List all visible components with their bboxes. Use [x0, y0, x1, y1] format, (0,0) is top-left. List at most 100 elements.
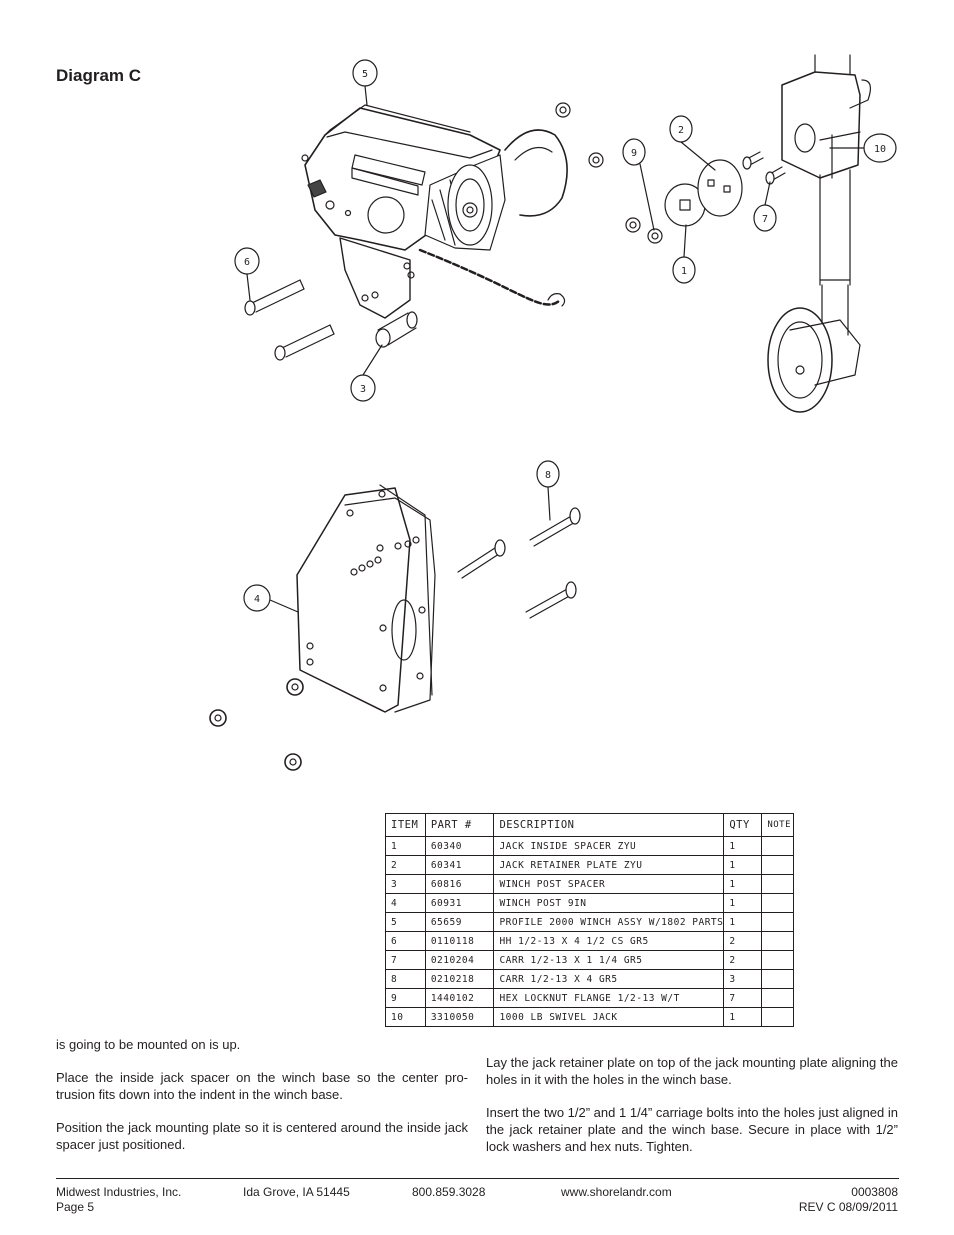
callout-3-label: 3: [360, 384, 366, 395]
instruction-paragraph: Insert the two 1/2” and 1 1/4” carriage …: [486, 1105, 898, 1154]
winch-assembly: [301, 102, 663, 319]
cell-item: 4: [385, 893, 426, 913]
callout-8: 8: [536, 460, 560, 521]
cell-item: 10: [385, 1007, 426, 1027]
cell-description: 1000 LB SWIVEL JACK: [493, 1007, 725, 1027]
footer-website: www.shorelandr.com: [561, 1185, 672, 1199]
cell-note: [761, 912, 794, 932]
cell-note: [761, 969, 794, 989]
locknut: [286, 678, 304, 696]
locknut: [647, 228, 663, 244]
cell-part-number: 65659: [424, 912, 495, 932]
callout-9-label: 9: [631, 148, 637, 159]
callout-5: 5: [352, 59, 378, 106]
cell-note: [761, 988, 794, 1008]
header-description: DESCRIPTION: [493, 813, 725, 837]
header-item: ITEM: [385, 813, 426, 837]
cell-description: HEX LOCKNUT FLANGE 1/2-13 W/T: [493, 988, 725, 1008]
cell-description: CARR 1/2-13 X 4 GR5: [493, 969, 725, 989]
cell-qty: 2: [723, 950, 763, 970]
footer-phone: 800.859.3028: [412, 1185, 486, 1199]
footer-doc-number: 0003808: [851, 1185, 898, 1199]
cell-qty: 3: [723, 969, 763, 989]
cell-item: 5: [385, 912, 426, 932]
callout-6-label: 6: [244, 257, 250, 268]
cell-description: PROFILE 2000 WINCH ASSY W/1802 PARTS: [493, 912, 725, 932]
callout-9: 9: [622, 138, 655, 231]
cell-note: [761, 931, 794, 951]
cell-item: 2: [385, 855, 426, 875]
instruction-paragraph: Position the jack mounting plate so it i…: [56, 1120, 468, 1152]
header-part: PART #: [424, 813, 495, 837]
cell-item: 3: [385, 874, 426, 894]
instructions-left: is going to be mounted on is up. Place t…: [56, 1036, 468, 1169]
cell-qty: 1: [723, 893, 763, 913]
carriage-bolts-short: [742, 151, 786, 185]
cell-item: 7: [385, 950, 426, 970]
cell-part-number: 0110118: [424, 931, 495, 951]
callout-8-label: 8: [545, 470, 551, 481]
cell-qty: 1: [723, 836, 763, 856]
winch-post-plates: [296, 484, 436, 713]
callout-10: 10: [829, 133, 897, 163]
cell-part-number: 60340: [424, 836, 495, 856]
cell-description: WINCH POST 9IN: [493, 893, 725, 913]
footer-divider: [56, 1178, 899, 1179]
callout-4-label: 4: [254, 594, 260, 605]
header-note: NOTE: [761, 813, 794, 837]
cell-description: WINCH POST SPACER: [493, 874, 725, 894]
callout-3: 3: [350, 344, 383, 402]
swivel-jack: [767, 54, 872, 413]
exploded-parts-drawing: 5 2 9 10 7 1 6 3 8 4: [209, 54, 897, 771]
cell-part-number: 0210204: [424, 950, 495, 970]
callout-2-label: 2: [678, 125, 684, 136]
cell-description: HH 1/2-13 X 4 1/2 CS GR5: [493, 931, 725, 951]
cell-part-number: 60816: [424, 874, 495, 894]
cell-item: 9: [385, 988, 426, 1008]
cell-note: [761, 1007, 794, 1027]
instruction-paragraph: is going to be mounted on is up.: [56, 1037, 241, 1052]
carriage-bolts-long: [457, 507, 581, 619]
footer-city: Ida Grove, IA 51445: [243, 1185, 350, 1199]
cell-qty: 2: [723, 931, 763, 951]
cell-part-number: 3310050: [424, 1007, 495, 1027]
callout-7-label: 7: [762, 214, 768, 225]
cell-part-number: 1440102: [424, 988, 495, 1008]
locknut: [209, 709, 227, 727]
cell-description: JACK INSIDE SPACER ZYU: [493, 836, 725, 856]
cell-part-number: 0210218: [424, 969, 495, 989]
cell-part-number: 60341: [424, 855, 495, 875]
cell-note: [761, 855, 794, 875]
cell-qty: 7: [723, 988, 763, 1008]
cell-note: [761, 836, 794, 856]
callout-10-label: 10: [874, 144, 886, 155]
instructions-right: Lay the jack retainer plate on top of th…: [486, 1054, 898, 1171]
locknut: [625, 217, 641, 233]
cell-qty: 1: [723, 874, 763, 894]
instruction-paragraph: Place the inside jack spacer on the winc…: [56, 1070, 468, 1102]
locknut: [555, 102, 571, 118]
footer-revision: REV C 08/09/2011: [798, 1200, 898, 1214]
cell-description: JACK RETAINER PLATE ZYU: [493, 855, 725, 875]
footer-company: Midwest Industries, Inc.: [56, 1185, 182, 1199]
instruction-paragraph: Lay the jack retainer plate on top of th…: [486, 1055, 898, 1087]
callout-6: 6: [234, 247, 260, 301]
header-qty: QTY: [723, 813, 763, 837]
cell-qty: 1: [723, 912, 763, 932]
hex-bolts: [244, 279, 335, 361]
cell-description: CARR 1/2-13 X 1 1/4 GR5: [493, 950, 725, 970]
callout-1-label: 1: [681, 266, 687, 277]
table-header-row: ITEM PART # DESCRIPTION QTY NOTE: [385, 813, 794, 837]
cell-note: [761, 874, 794, 894]
locknut: [588, 152, 604, 168]
